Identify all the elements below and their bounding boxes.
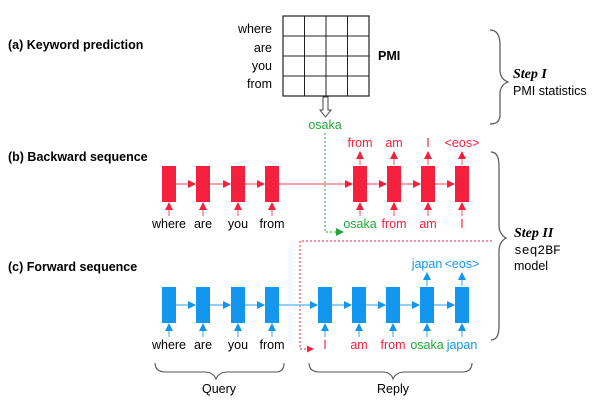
reverse-dashed-arrow	[299, 240, 492, 353]
rnn-cell	[318, 287, 332, 323]
pmi-row-label: where	[237, 22, 272, 36]
step1-title: Step I	[513, 67, 547, 82]
rnn-cell	[455, 287, 469, 323]
query-token: are	[194, 338, 212, 352]
section-label-forward-sequence: (c) Forward sequence	[8, 260, 137, 274]
step2-title: Step II	[514, 226, 554, 241]
query-token: from	[260, 217, 285, 231]
query-token: where	[151, 217, 186, 231]
reply-input-token: osaka	[343, 217, 376, 231]
query-brace	[154, 362, 285, 381]
reply-output-token: <eos>	[445, 136, 480, 150]
keyword-dashed-arrow	[324, 133, 344, 236]
reply-input-token: I	[460, 217, 463, 231]
query-token: are	[194, 217, 212, 231]
reply-input-token: from	[382, 217, 407, 231]
reply-output-token: japan	[411, 257, 443, 271]
query-token: you	[228, 217, 248, 231]
rnn-cell	[265, 287, 279, 323]
reply-input-token: am	[350, 338, 367, 352]
reply-input-token: osaka	[410, 338, 443, 352]
rnn-cell	[387, 166, 401, 202]
query-label: Query	[202, 382, 237, 396]
query-token: where	[151, 338, 186, 352]
rnn-cell	[196, 287, 210, 323]
rnn-cell	[421, 166, 435, 202]
pmi-row-label: from	[247, 77, 272, 91]
reply-output-token: am	[385, 136, 402, 150]
rnn-cell	[352, 287, 366, 323]
reply-output-token: I	[426, 136, 429, 150]
rnn-cell	[231, 287, 245, 323]
rnn-cell	[196, 166, 210, 202]
step2-model-name: seq2BF	[514, 243, 561, 258]
reply-label: Reply	[377, 382, 410, 396]
reply-input-token: japan	[446, 338, 478, 352]
reply-output-token: <eos>	[445, 257, 480, 271]
section-label-keyword-prediction: (a) Keyword prediction	[8, 38, 143, 52]
rnn-cell	[231, 166, 245, 202]
step2-brace	[490, 151, 508, 341]
rnn-cell	[420, 287, 434, 323]
rnn-cell	[265, 166, 279, 202]
pmi-matrix	[282, 15, 370, 97]
reply-brace	[308, 362, 473, 381]
reply-input-token: from	[381, 338, 406, 352]
pmi-row-labels: where are you from	[237, 22, 272, 91]
step1-brace	[489, 29, 510, 125]
reply-output-token: from	[348, 136, 373, 150]
predicted-keyword: osaka	[308, 118, 341, 132]
query-token: from	[260, 338, 285, 352]
pmi-row-label: you	[252, 59, 272, 73]
pmi-row-label: are	[254, 41, 272, 55]
hollow-down-arrow-icon	[318, 96, 333, 118]
reply-input-token: I	[323, 338, 326, 352]
step2-description: model	[514, 259, 548, 273]
rnn-cell	[455, 166, 469, 202]
step1-description: PMI statistics	[513, 84, 587, 98]
rnn-cell	[353, 166, 367, 202]
reply-input-token: am	[419, 217, 436, 231]
rnn-cell	[162, 287, 176, 323]
pmi-label: PMI	[378, 49, 400, 63]
rnn-cell	[162, 166, 176, 202]
query-token: you	[228, 338, 248, 352]
rnn-cell	[386, 287, 400, 323]
section-label-backward-sequence: (b) Backward sequence	[8, 150, 148, 164]
